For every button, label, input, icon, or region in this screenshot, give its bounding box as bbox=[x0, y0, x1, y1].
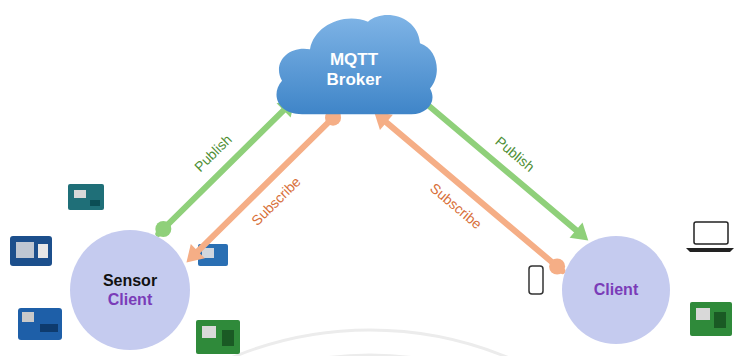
client-circle: SensorClient bbox=[70, 230, 190, 350]
arrow-line bbox=[385, 121, 563, 271]
laptop-icon bbox=[686, 222, 734, 252]
arrow-line bbox=[196, 113, 338, 253]
flow-arrow bbox=[374, 112, 565, 274]
arrow-tail-dot bbox=[155, 221, 171, 237]
flow-arrow bbox=[186, 110, 341, 263]
sensor-board bbox=[10, 236, 52, 266]
arrow-label: Subscribe bbox=[246, 171, 306, 230]
node-label: Client bbox=[594, 280, 638, 299]
arrow-label: Publish bbox=[490, 131, 540, 177]
node-label: Client bbox=[108, 290, 152, 309]
arduino-uno-board bbox=[18, 308, 62, 340]
client-circle: Client bbox=[562, 236, 670, 344]
arrowhead bbox=[570, 222, 589, 240]
broker-cloud: MQTT Broker bbox=[268, 4, 440, 122]
flow-arrow bbox=[155, 99, 295, 237]
arrow-label: Subscribe bbox=[425, 178, 488, 234]
smartphone-icon bbox=[529, 266, 543, 294]
raspberry-pi-board bbox=[690, 302, 732, 336]
arrow-label: Publish bbox=[189, 129, 237, 177]
arrow-line bbox=[417, 96, 577, 231]
broker-label: MQTT Broker bbox=[314, 50, 394, 91]
node-label: Sensor bbox=[103, 271, 157, 290]
arduino-board bbox=[68, 184, 104, 210]
arrowhead bbox=[374, 112, 393, 130]
raspberry-pi-board bbox=[196, 320, 240, 354]
arrow-tail-dot bbox=[549, 258, 565, 274]
arrowhead bbox=[186, 244, 204, 262]
